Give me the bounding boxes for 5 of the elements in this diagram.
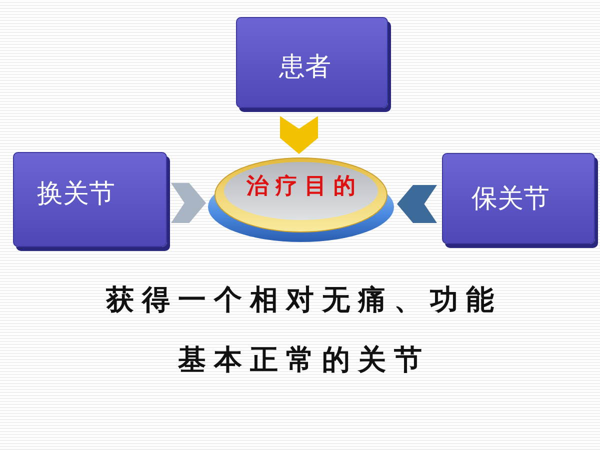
node-label: 治疗目的 — [245, 173, 364, 201]
statement-text: 获得一个相对无痛、功能基本正常的关节 — [105, 282, 503, 378]
chevron-arrow — [171, 183, 206, 223]
chevron-arrow — [280, 116, 318, 154]
chevron-arrow — [397, 185, 437, 223]
